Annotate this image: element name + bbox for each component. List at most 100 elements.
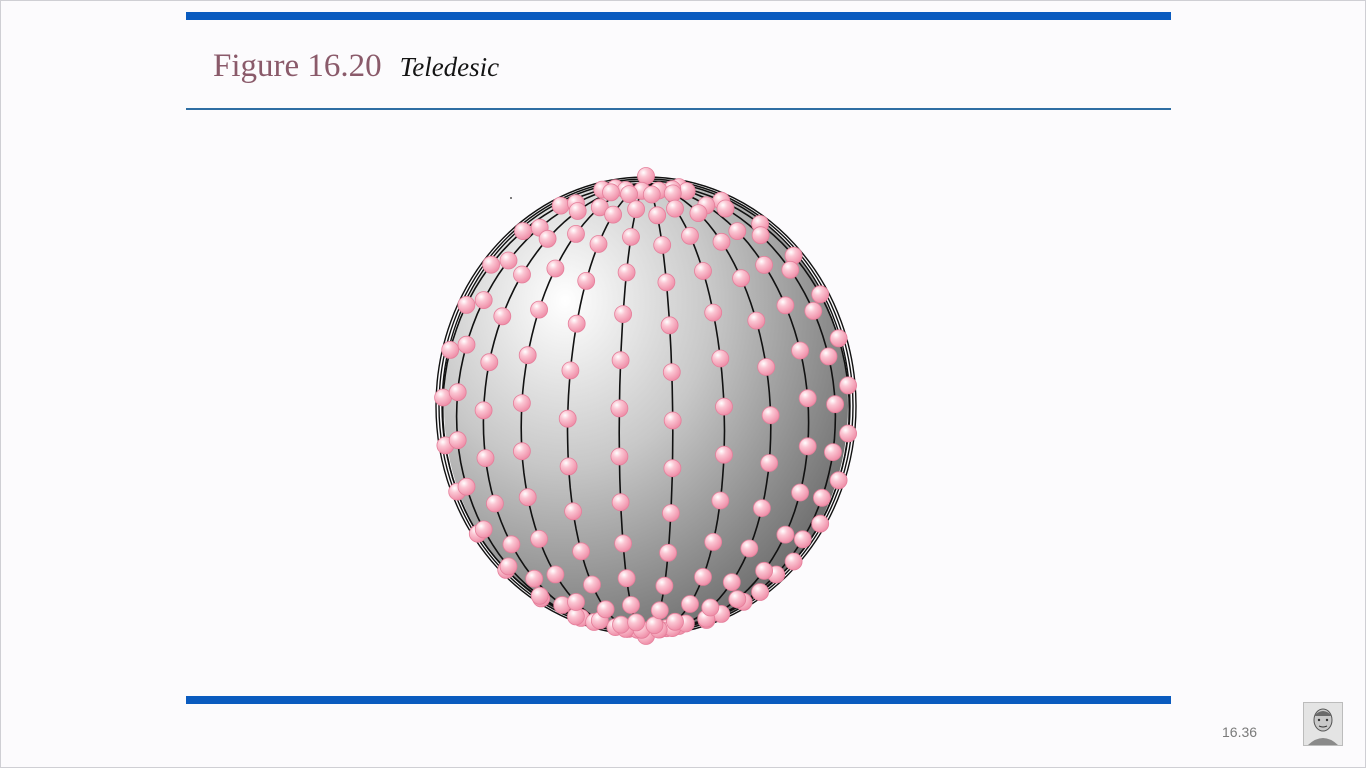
satellite [551,196,570,215]
satellite [755,561,774,580]
satellite [513,265,531,284]
satellite [502,535,521,554]
satellite [829,329,848,348]
satellite [546,259,565,278]
satellite [583,575,601,594]
satellite [530,586,549,605]
satellite [650,601,669,620]
satellite [474,520,493,539]
satellite [568,202,587,220]
satellite [663,459,682,478]
figure-caption: Teledesic [399,52,500,82]
satellite [627,200,646,219]
satellite [732,269,751,288]
satellite [819,347,838,366]
satellite [602,183,620,202]
satellite [513,442,531,461]
satellite [747,311,766,330]
satellite [530,529,548,548]
satellite [480,353,499,372]
satellite [610,399,629,418]
satellite [476,449,495,468]
satellite [637,167,655,185]
satellite [572,542,591,561]
satellite [653,236,672,254]
satellite [704,303,723,322]
satellite [577,272,596,290]
satellite [661,504,680,522]
satellite [559,457,578,476]
satellite [681,226,699,245]
satellite [681,595,699,613]
satellite [518,488,537,507]
satellite [567,593,585,611]
satellite [660,316,679,335]
satellite [715,445,733,464]
satellite [704,532,723,551]
satellite [776,525,795,544]
satellite [567,314,586,333]
satellite [694,262,712,280]
satellite [645,616,664,635]
satellite [612,615,630,634]
satellite [694,567,712,586]
satellite [689,204,708,222]
satellite [441,340,460,359]
satellite [561,361,580,380]
satellite [722,573,741,592]
satellite [712,232,731,251]
orbit-line [520,182,647,631]
satellite [804,301,823,320]
satellite [493,307,512,326]
satellite [751,226,770,245]
satellite [716,199,735,218]
satellite [791,341,810,360]
satellite [622,596,640,614]
satellite [793,530,812,549]
satellite [839,424,858,443]
satellite [663,184,682,203]
satellites [434,167,858,645]
satellite [728,590,747,609]
satellite [757,358,776,376]
satellite [614,305,633,324]
satellite [826,395,845,414]
satellite [604,205,623,224]
satellite [784,552,803,571]
satellite [662,363,681,382]
satellite [610,447,629,466]
top-rule [186,12,1171,20]
page-number: 16.36 [1222,724,1258,740]
satellite [811,285,830,304]
satellite [564,502,583,521]
satellite [642,185,661,204]
satellite [614,534,633,553]
satellite [663,411,682,430]
satellite [499,251,518,270]
satellite [499,557,518,576]
satellite [781,260,800,279]
satellite [457,477,476,496]
satellite [482,255,500,274]
orbit-line [645,182,810,630]
satellite [791,483,810,502]
satellite [740,539,759,558]
satellite [751,583,770,601]
satellite [513,394,531,413]
satellite [530,300,548,319]
satellite [611,351,630,370]
satellite [655,576,674,595]
satellite [474,291,493,310]
satellite [448,431,467,450]
satellite [558,409,577,428]
satellite [666,199,684,218]
figure-number: Figure 16.20 [213,48,382,84]
satellite [657,273,676,292]
satellite [776,296,795,315]
satellite [611,493,630,512]
satellite [666,612,684,631]
satellite [596,600,615,619]
satellite [715,397,733,416]
satellite [474,401,493,420]
slide-title: Figure 16.20 Teledesic [213,48,499,90]
